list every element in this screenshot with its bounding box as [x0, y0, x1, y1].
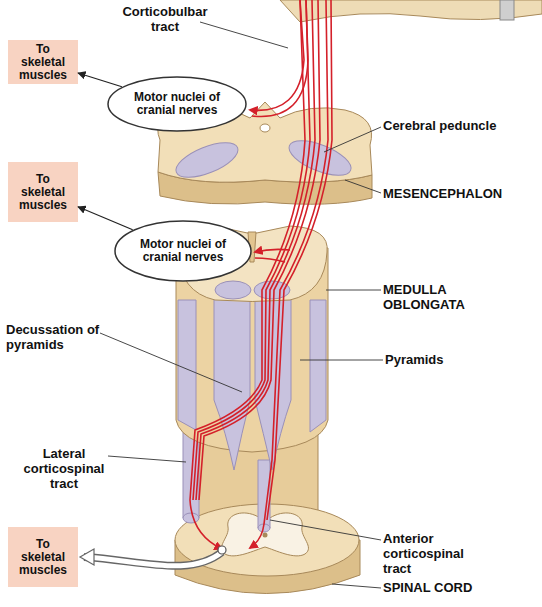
structure-label: Anterior corticospinal tract	[383, 531, 495, 576]
leader-line	[270, 520, 381, 540]
leader-line	[300, 360, 383, 361]
leader-line	[326, 290, 381, 291]
motor-neuron	[218, 546, 226, 554]
brain-section	[280, 0, 542, 22]
corticospinal-fiber	[250, 0, 328, 548]
corticobulbar-fiber	[255, 258, 285, 262]
target-box: To skeletal muscles	[8, 162, 78, 222]
structure-label: Cerebral peduncle	[383, 118, 533, 133]
medulla-side-tract	[310, 300, 326, 432]
target-box: To skeletal muscles	[8, 40, 78, 84]
target-label: To skeletal muscles	[14, 43, 72, 82]
medulla-side-tract	[178, 300, 196, 430]
leader-line	[108, 456, 186, 462]
structure-label: Lateral corticospinal tract	[12, 446, 116, 491]
nucleus-label: Motor nuclei of cranial nerves	[140, 238, 226, 264]
target-label: To skeletal muscles	[14, 173, 72, 212]
target-box: To skeletal muscles	[8, 527, 78, 587]
leader-line	[324, 127, 381, 152]
pyramid-section	[215, 281, 251, 299]
spinal-nerve-outline	[84, 552, 222, 566]
target-label: To skeletal muscles	[14, 538, 72, 577]
oval-shape	[108, 77, 246, 131]
connector-arrow	[78, 207, 133, 230]
structure-label: Corticobulbar tract	[115, 4, 215, 34]
oval-shape	[115, 221, 251, 281]
spinal-nerve	[84, 552, 222, 566]
nucleus-oval: Motor nuclei of cranial nerves	[107, 76, 247, 132]
cerebral-peduncle	[172, 136, 243, 185]
structure-label: SPINAL CORD	[383, 580, 533, 595]
corticobulbar-fiber	[255, 249, 290, 252]
nucleus-label: Motor nuclei of cranial nerves	[134, 91, 220, 117]
leader-line	[100, 333, 242, 392]
structure-label: Decussation of pyramids	[6, 322, 106, 352]
corticobulbar-fiber	[250, 0, 304, 110]
leader-line	[200, 22, 288, 48]
leader-line	[345, 180, 381, 193]
corticobulbar-fiber	[252, 0, 308, 117]
structure-label: MEDULLA OBLONGATA	[383, 282, 495, 312]
nucleus-oval: Motor nuclei of cranial nerves	[114, 220, 252, 282]
cerebral-aqueduct	[260, 124, 270, 132]
nerve-arrowhead	[80, 549, 94, 565]
connector-arrow	[78, 73, 122, 87]
leader-line	[332, 584, 381, 588]
central-canal	[263, 533, 268, 538]
structure-label: Pyramids	[385, 352, 505, 367]
structure-label: MESENCEPHALON	[383, 186, 538, 201]
ventricle-bit	[500, 0, 514, 20]
lateral-tract-section	[183, 513, 199, 523]
